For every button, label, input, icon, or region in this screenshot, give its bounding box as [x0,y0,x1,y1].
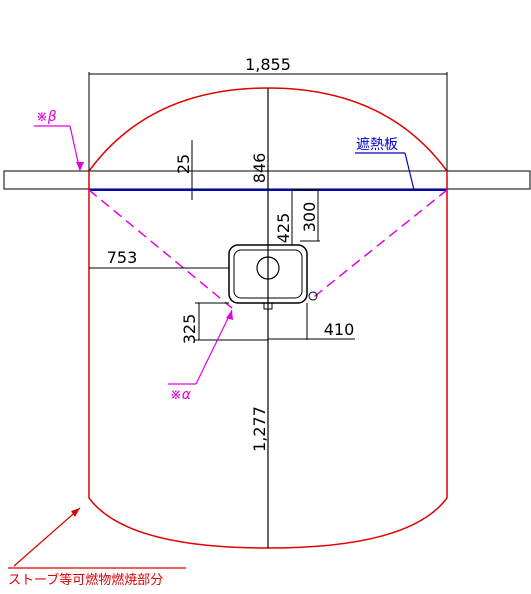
stove-zone-label: ストーブ等可燃物燃焼部分 [8,572,163,588]
note-beta-arrow [76,162,84,171]
heat-shield-label: 遮熱板 [356,137,398,153]
dim-1277-label: 1,277 [250,406,269,452]
dim-846-label: 846 [250,153,269,184]
stove-zone-leader [13,507,81,567]
dim-25-label: 25 [174,154,193,174]
dim-300-label: 300 [300,202,319,233]
note-alpha-arrow [226,310,233,320]
dim-width-label: 1,855 [245,55,291,74]
dim-425-label: 425 [274,213,293,244]
stove-knob [308,291,318,301]
dim-410-label: 410 [324,320,355,339]
dim-325-label: 325 [180,314,199,345]
combustion-zone-outline [88,87,448,549]
stove-zone-arrow [71,508,80,517]
dim-753-label: 753 [107,248,138,267]
heat-shield-leader [404,152,415,191]
note-alpha-leader [195,309,233,385]
note-beta-label: ※β [36,109,57,125]
dashed-line-right [309,189,448,301]
note-alpha-label: ※α [170,387,192,403]
